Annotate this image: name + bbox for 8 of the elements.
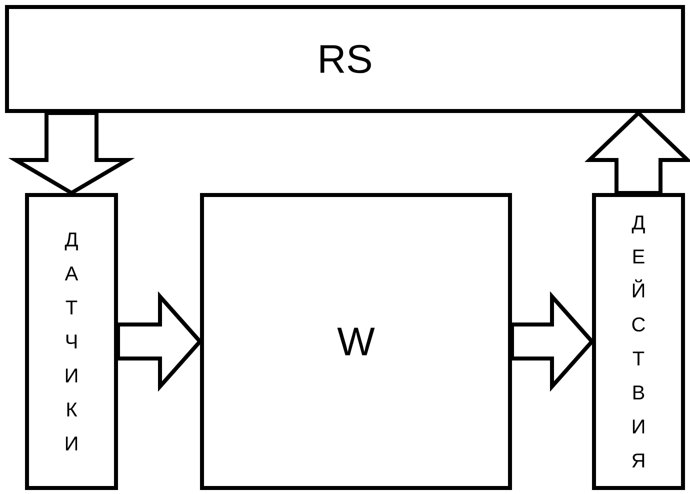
process-box: RS [5,5,685,113]
process-box: ДАТЧИКИ [25,192,118,490]
block-arrow [8,111,135,196]
block-arrow [116,291,203,392]
process-box: ДЕЙСТВИЯ [592,192,685,490]
block-arrow [510,291,595,392]
process-box: W [200,192,512,490]
block-arrow [584,110,690,195]
